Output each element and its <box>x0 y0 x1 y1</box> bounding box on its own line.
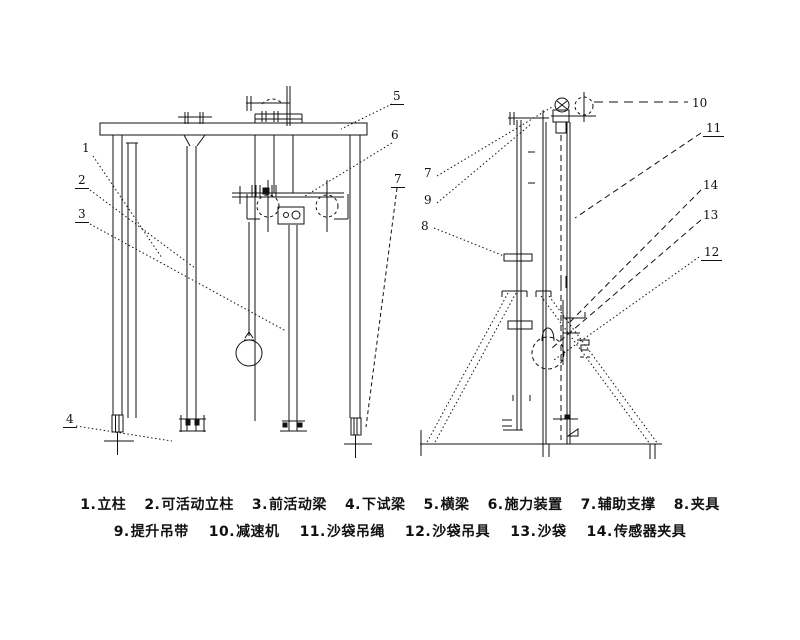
callout-7b: 7 <box>424 166 432 180</box>
caption-item: 7.辅助支撑 <box>580 497 656 513</box>
caption-item: 9.提升吊带 <box>113 524 189 540</box>
leader-7b <box>437 107 552 176</box>
callout-5: 5 <box>390 90 404 105</box>
caption-item: 4.下试梁 <box>344 497 406 513</box>
callout-4: 4 <box>63 413 77 428</box>
leader-6 <box>305 143 392 196</box>
a-frame-support <box>426 293 658 444</box>
caption-item: 12.沙袋吊具 <box>404 524 491 540</box>
leader-9 <box>437 124 531 203</box>
leader-3 <box>90 224 286 331</box>
leader-1 <box>93 156 162 258</box>
caption-item: 5.横梁 <box>423 497 470 513</box>
left-column-foot <box>112 415 123 432</box>
callout-14: 14 <box>703 178 719 192</box>
caption-line-1: 1.立柱 2.可活动立柱 3.前活动梁 4.下试梁 5.横梁 6.施力装置 7.… <box>0 494 800 514</box>
sandbag-side <box>532 328 564 369</box>
leader-13 <box>552 220 701 348</box>
caption-item: 13.沙袋 <box>510 524 567 540</box>
caption-item: 1.立柱 <box>80 497 127 513</box>
caption-item: 6.施力装置 <box>487 497 563 513</box>
leader-11 <box>575 133 701 218</box>
front-view <box>76 86 397 458</box>
figure-caption: 1.立柱 2.可活动立柱 3.前活动梁 4.下试梁 5.横梁 6.施力装置 7.… <box>0 494 800 541</box>
leader-8 <box>434 228 504 256</box>
top-beam <box>100 123 367 135</box>
callout-2: 2 <box>75 174 89 189</box>
force-device <box>232 180 348 232</box>
caption-item: 8.夹具 <box>673 497 720 513</box>
callout-11: 11 <box>703 122 725 137</box>
caption-item: 11.沙袋吊绳 <box>299 524 385 540</box>
callout-7: 7 <box>391 173 405 188</box>
caption-item: 10.减速机 <box>208 524 280 540</box>
callout-13: 13 <box>703 208 719 222</box>
top-pulleys <box>551 92 596 133</box>
leader-7 <box>366 188 397 427</box>
side-view <box>420 92 701 459</box>
callout-6: 6 <box>391 128 399 142</box>
ledge <box>504 254 532 261</box>
leader-14 <box>567 190 701 325</box>
callout-12: 12 <box>701 246 723 261</box>
leader-4 <box>76 426 172 441</box>
callout-3: 3 <box>75 208 89 223</box>
caption-item: 14.传感器夹具 <box>586 524 687 540</box>
left-roller <box>257 195 279 217</box>
callout-1: 1 <box>82 141 90 155</box>
clamp <box>508 321 532 329</box>
leader-5 <box>341 104 392 129</box>
callout-9: 9 <box>424 193 432 207</box>
caption-item: 2.可活动立柱 <box>144 497 234 513</box>
right-roller <box>316 195 338 217</box>
sandbag-front <box>236 222 262 366</box>
reducer-box <box>278 207 304 224</box>
caption-line-2: 9.提升吊带 10.减速机 11.沙袋吊绳 12.沙袋吊具 13.沙袋 14.传… <box>0 521 800 541</box>
right-column-foot <box>351 418 361 435</box>
hoist-top <box>246 86 302 126</box>
callout-8: 8 <box>421 219 429 233</box>
caption-item: 3.前活动梁 <box>251 497 327 513</box>
callout-10: 10 <box>692 96 708 110</box>
leader-2 <box>90 190 195 268</box>
leader-12 <box>554 257 699 360</box>
